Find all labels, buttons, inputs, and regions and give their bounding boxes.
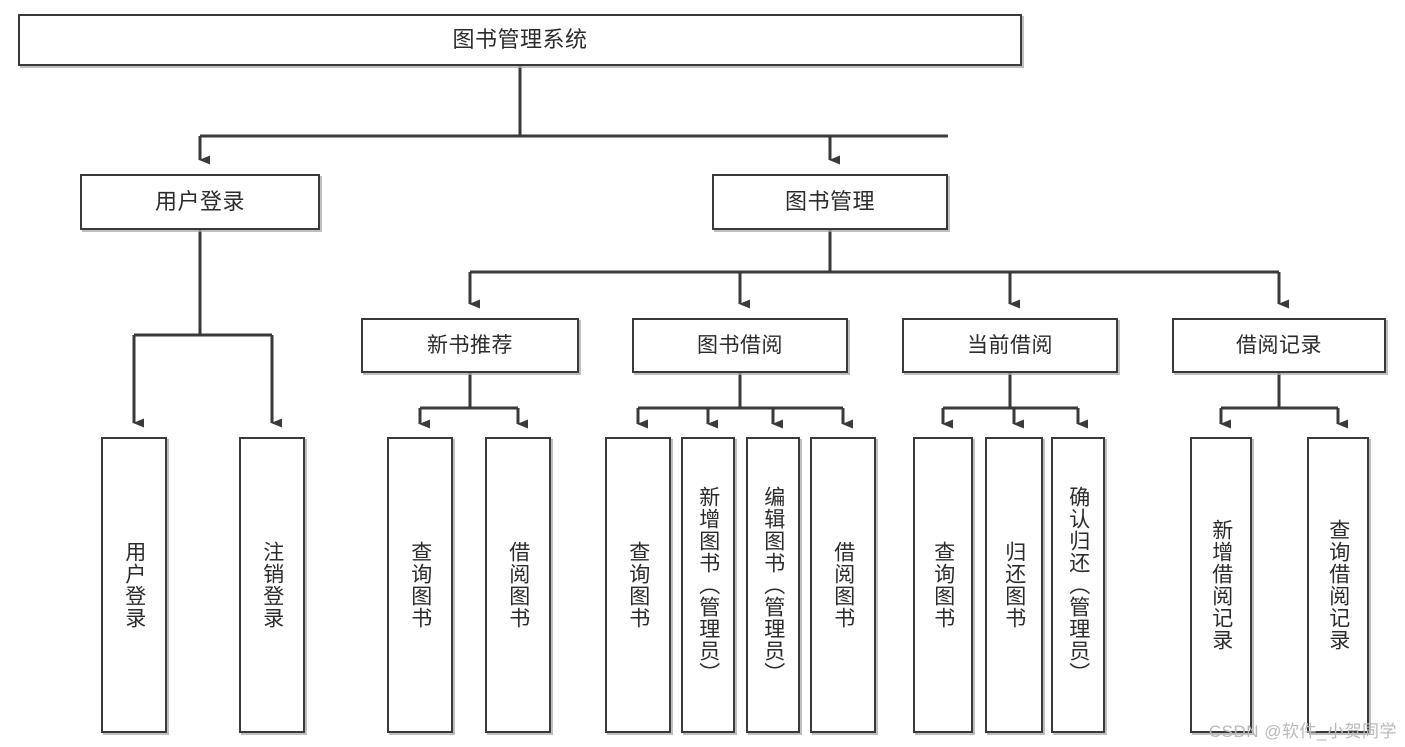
node-label-borrow-record: 借阅记录 xyxy=(1236,333,1322,357)
node-new-book-rec[interactable]: 新书推荐 xyxy=(361,318,579,373)
node-leaf-query-book-3[interactable]: 查询图书 xyxy=(913,437,973,733)
node-label-book-borrow: 图书借阅 xyxy=(697,333,783,357)
node-leaf-user-logout[interactable]: 注销登录 xyxy=(239,437,305,733)
node-current-borrow[interactable]: 当前借阅 xyxy=(902,318,1118,373)
node-label-leaf-query-record: 查询借阅记录 xyxy=(1326,519,1350,651)
node-label-leaf-query-book-3: 查询图书 xyxy=(931,541,955,629)
node-leaf-add-book[interactable]: 新增图书（管理员） xyxy=(681,437,735,733)
node-leaf-edit-book[interactable]: 编辑图书（管理员） xyxy=(746,437,800,733)
node-leaf-return-book[interactable]: 归还图书 xyxy=(985,437,1043,733)
node-label-root: 图书管理系统 xyxy=(452,26,588,52)
node-label-leaf-user-logout: 注销登录 xyxy=(260,541,284,629)
node-leaf-confirm-return[interactable]: 确认归还（管理员） xyxy=(1051,437,1105,733)
node-label-leaf-query-book-1: 查询图书 xyxy=(408,541,432,629)
node-leaf-user-login[interactable]: 用户登录 xyxy=(101,437,167,733)
node-label-leaf-add-record: 新增借阅记录 xyxy=(1209,519,1233,651)
node-book-manage[interactable]: 图书管理 xyxy=(712,174,948,230)
node-leaf-query-record[interactable]: 查询借阅记录 xyxy=(1307,437,1369,733)
node-label-leaf-confirm-return: 确认归还（管理员） xyxy=(1066,486,1090,684)
node-leaf-borrow-book-1[interactable]: 借阅图书 xyxy=(485,437,551,733)
node-label-new-book-rec: 新书推荐 xyxy=(427,333,513,357)
node-label-leaf-edit-book: 编辑图书（管理员） xyxy=(761,486,785,684)
node-root[interactable]: 图书管理系统 xyxy=(18,14,1022,66)
node-user-login[interactable]: 用户登录 xyxy=(80,174,320,230)
node-leaf-query-book-1[interactable]: 查询图书 xyxy=(387,437,453,733)
node-leaf-add-record[interactable]: 新增借阅记录 xyxy=(1190,437,1252,733)
node-label-leaf-borrow-book-2: 借阅图书 xyxy=(831,541,855,629)
node-label-book-manage: 图书管理 xyxy=(784,188,875,214)
node-borrow-record[interactable]: 借阅记录 xyxy=(1172,318,1386,373)
node-label-leaf-add-book: 新增图书（管理员） xyxy=(696,486,720,684)
node-label-leaf-return-book: 归还图书 xyxy=(1002,541,1026,629)
node-label-leaf-query-book-2: 查询图书 xyxy=(626,541,650,629)
node-label-leaf-user-login: 用户登录 xyxy=(122,541,146,629)
node-book-borrow[interactable]: 图书借阅 xyxy=(632,318,848,373)
node-label-user-login: 用户登录 xyxy=(154,188,245,214)
node-label-current-borrow: 当前借阅 xyxy=(967,333,1053,357)
node-label-leaf-borrow-book-1: 借阅图书 xyxy=(506,541,530,629)
node-leaf-query-book-2[interactable]: 查询图书 xyxy=(605,437,671,733)
node-leaf-borrow-book-2[interactable]: 借阅图书 xyxy=(810,437,876,733)
